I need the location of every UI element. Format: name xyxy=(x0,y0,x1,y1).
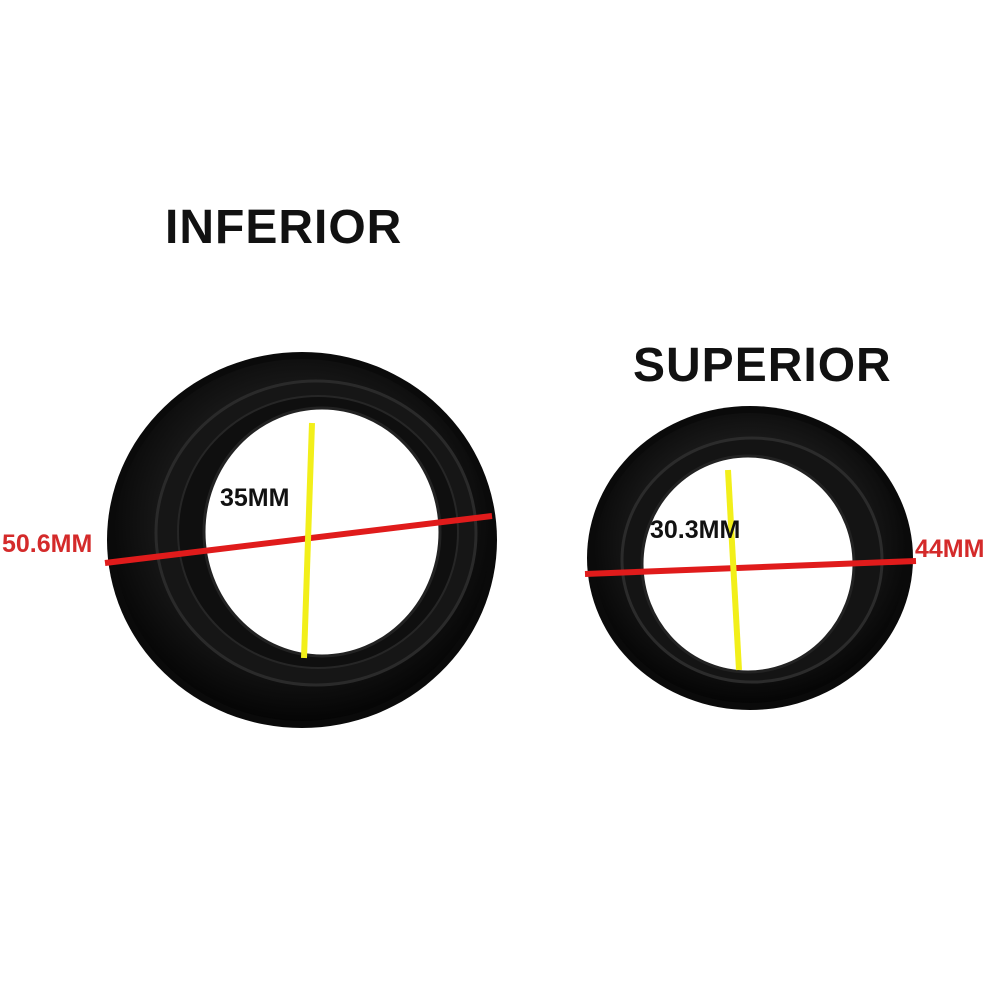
inferior-inner-line xyxy=(301,422,315,659)
superior-title: SUPERIOR xyxy=(633,339,892,392)
superior-inner-label: 30.3MM xyxy=(650,516,740,544)
superior-seal xyxy=(587,406,913,710)
inferior-outer-label: 50.6MM xyxy=(2,530,92,558)
superior-outer-label: 44MM xyxy=(915,535,984,563)
superior-outer-line xyxy=(584,558,917,577)
inferior-outer-line xyxy=(104,513,493,566)
inferior-inner-label: 35MM xyxy=(220,484,289,512)
inferior-title: INFERIOR xyxy=(165,201,403,254)
superior-inner-line xyxy=(725,469,742,671)
